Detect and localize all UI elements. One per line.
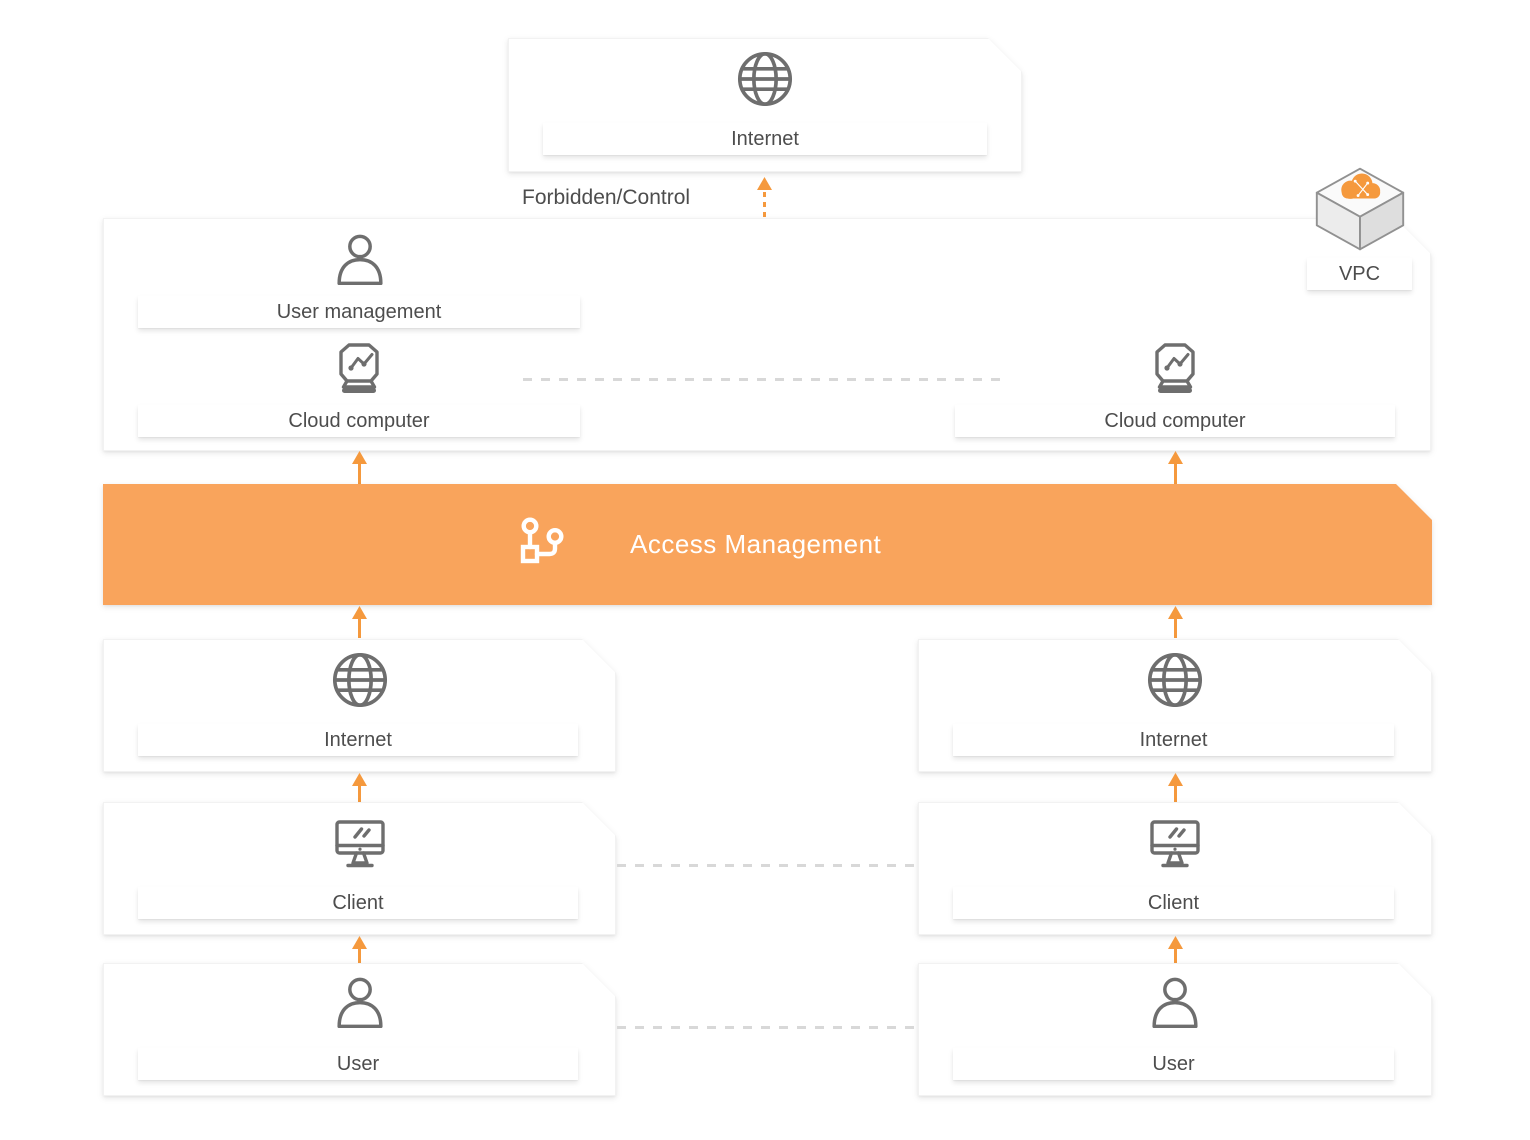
internet-node-left: Internet xyxy=(103,639,616,772)
globe-icon xyxy=(737,51,793,107)
banner-surface xyxy=(103,484,1432,605)
access-management-icon xyxy=(520,517,564,564)
user-node-right: User xyxy=(918,963,1432,1096)
globe-icon xyxy=(1147,652,1203,708)
arrow-up xyxy=(1168,451,1183,484)
client-node-right: Client xyxy=(918,802,1432,935)
person-icon xyxy=(336,977,383,1029)
arrow-up xyxy=(352,936,367,963)
vpc-container: User management Cloud computer xyxy=(103,218,1431,451)
dashed-arrow-up xyxy=(757,177,772,222)
internet-node-top: Internet xyxy=(508,38,1022,172)
access-management-banner: Access Management xyxy=(103,484,1432,605)
arrow-up xyxy=(1168,606,1183,638)
arrow-up xyxy=(352,606,367,638)
person-icon xyxy=(1152,977,1198,1029)
desktop-client-icon xyxy=(1150,820,1200,868)
person-icon xyxy=(337,234,383,286)
vpc-label: VPC xyxy=(1307,258,1412,290)
arrow-up xyxy=(1168,773,1183,802)
cloud-computer-label: Cloud computer xyxy=(138,405,580,437)
internet-node-right: Internet xyxy=(918,639,1432,772)
node-label: Internet xyxy=(543,123,987,155)
cloud-computer-icon xyxy=(1155,343,1195,393)
node-label: Internet xyxy=(953,724,1394,756)
arrow-up xyxy=(352,773,367,802)
cloud-computer-icon xyxy=(339,343,379,393)
user-management-label: User management xyxy=(138,296,580,328)
vpc-cube-icon xyxy=(1315,167,1405,251)
arrow-up xyxy=(1168,936,1183,963)
client-node-left: Client xyxy=(103,802,616,935)
node-label: Internet xyxy=(138,724,578,756)
globe-icon xyxy=(332,652,387,708)
node-label: User xyxy=(953,1048,1394,1080)
node-label: User xyxy=(138,1048,578,1080)
arrow-up xyxy=(352,451,367,484)
desktop-client-icon xyxy=(334,820,385,868)
forbidden-control-label: Forbidden/Control xyxy=(522,186,691,209)
user-node-left: User xyxy=(103,963,616,1096)
dashed-connector xyxy=(523,378,1005,381)
cloud-computer-label: Cloud computer xyxy=(955,405,1395,437)
node-label: Client xyxy=(953,887,1394,919)
node-label: Client xyxy=(138,887,578,919)
access-management-label: Access Management xyxy=(630,529,882,559)
dashed-connector xyxy=(617,864,918,867)
dashed-connector xyxy=(617,1026,918,1029)
